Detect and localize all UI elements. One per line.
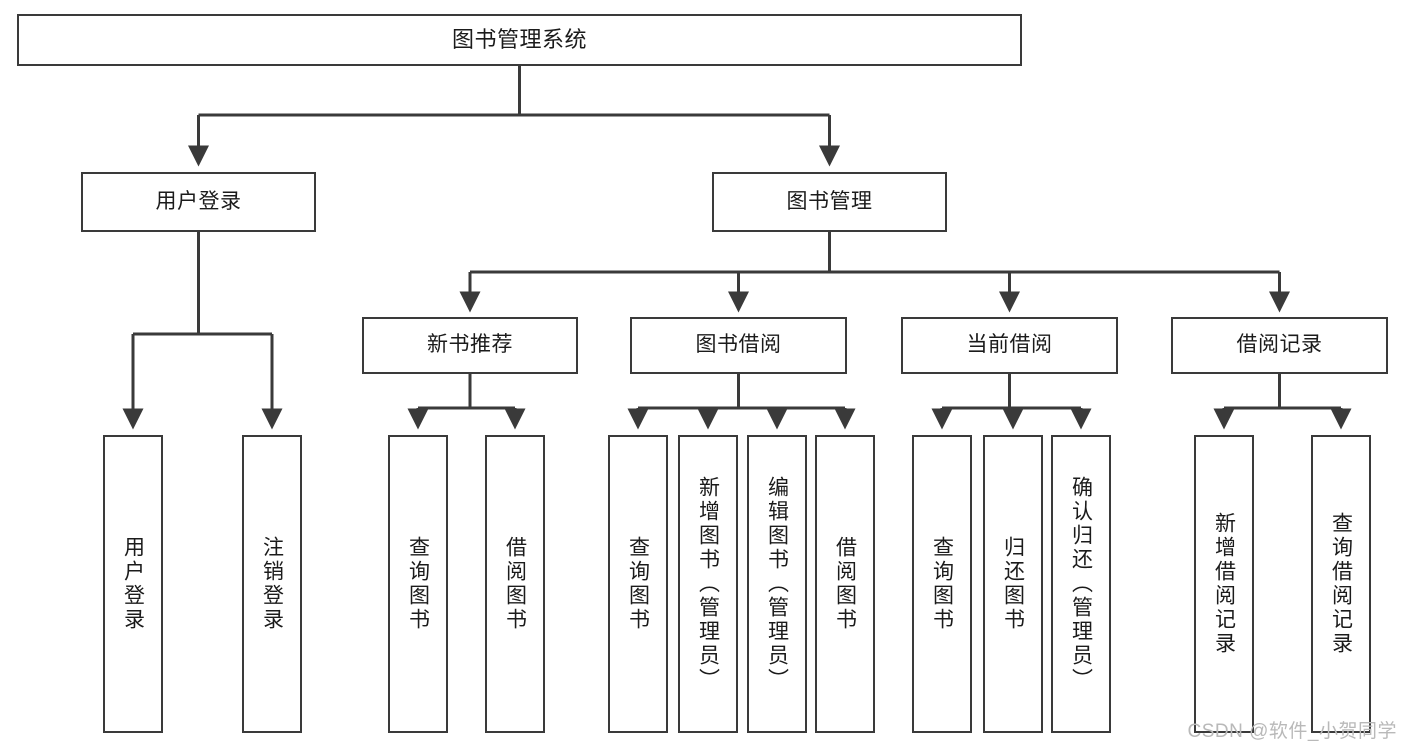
node-leaf-rec-borrow-book[interactable]: 借阅图书 [485,435,545,733]
node-borrow-record[interactable]: 借阅记录 [1171,317,1388,374]
node-leaf-bb-borrow-book-label: 借阅图书 [833,536,857,632]
node-leaf-bb-query-book[interactable]: 查询图书 [608,435,668,733]
node-leaf-bb-borrow-book[interactable]: 借阅图书 [815,435,875,733]
node-new-book-rec[interactable]: 新书推荐 [362,317,578,374]
node-book-borrow[interactable]: 图书借阅 [630,317,847,374]
node-borrow-record-label: 借阅记录 [1236,333,1323,357]
csdn-watermark: CSDN @软件_小贺同学 [1187,721,1397,742]
node-leaf-br-query-record-label: 查询借阅记录 [1329,512,1353,656]
node-current-borrow-label: 当前借阅 [966,333,1053,357]
node-leaf-bb-add-book[interactable]: 新增图书（管理员） [678,435,738,733]
node-leaf-br-query-record[interactable]: 查询借阅记录 [1311,435,1371,733]
node-leaf-bb-add-book-label: 新增图书（管理员） [696,476,720,692]
node-leaf-rec-borrow-book-label: 借阅图书 [503,536,527,632]
node-leaf-cb-confirm-return[interactable]: 确认归还（管理员） [1051,435,1111,733]
node-leaf-user-logout[interactable]: 注销登录 [242,435,302,733]
node-user-login[interactable]: 用户登录 [81,172,316,232]
node-leaf-bb-query-book-label: 查询图书 [626,536,650,632]
node-leaf-rec-query-book[interactable]: 查询图书 [388,435,448,733]
node-leaf-bb-edit-book-label: 编辑图书（管理员） [765,476,789,692]
node-user-login-label: 用户登录 [155,189,242,213]
node-leaf-cb-query-book[interactable]: 查询图书 [912,435,972,733]
node-leaf-bb-edit-book[interactable]: 编辑图书（管理员） [747,435,807,733]
node-current-borrow[interactable]: 当前借阅 [901,317,1118,374]
node-leaf-cb-return-book[interactable]: 归还图书 [983,435,1043,733]
node-leaf-br-add-record-label: 新增借阅记录 [1212,512,1236,656]
node-leaf-rec-query-book-label: 查询图书 [406,536,430,632]
node-new-book-rec-label: 新书推荐 [427,333,513,357]
node-book-manage-label: 图书管理 [786,189,873,213]
node-leaf-user-login-label: 用户登录 [121,536,145,632]
node-leaf-cb-confirm-return-label: 确认归还（管理员） [1069,476,1093,692]
node-leaf-br-add-record[interactable]: 新增借阅记录 [1194,435,1254,733]
node-leaf-cb-query-book-label: 查询图书 [930,536,954,632]
node-book-manage[interactable]: 图书管理 [712,172,947,232]
node-leaf-cb-return-book-label: 归还图书 [1001,536,1025,632]
node-leaf-user-logout-label: 注销登录 [260,536,284,632]
node-root-system-label: 图书管理系统 [451,27,587,53]
node-root-system[interactable]: 图书管理系统 [17,14,1022,66]
node-book-borrow-label: 图书借阅 [695,333,782,357]
node-leaf-user-login[interactable]: 用户登录 [103,435,163,733]
